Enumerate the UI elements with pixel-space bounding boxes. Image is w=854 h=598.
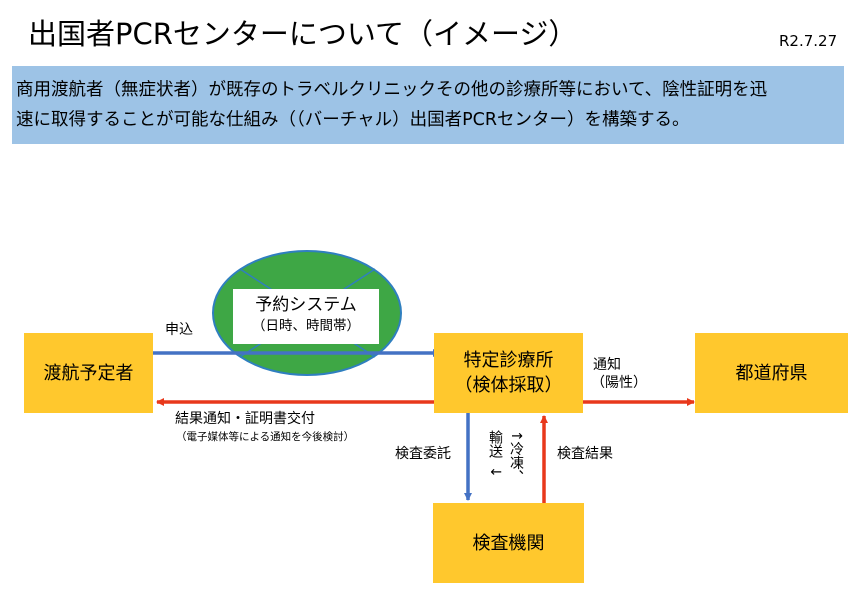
label-result-note: （電子媒体等による通知を今後検討） — [176, 431, 355, 443]
node-clinic: 特定診療所 （検体採取） — [434, 333, 583, 413]
label-notify: 通知 — [593, 357, 621, 373]
node-lab-label: 検査機関 — [472, 532, 545, 554]
node-clinic-sublabel: （検体採取） — [454, 375, 563, 396]
reservation-system-subtitle: （日時、時間帯） — [252, 318, 360, 334]
node-lab: 検査機関 — [433, 503, 584, 583]
summary-line-2: 速に取得することが可能な仕組み（（バーチャル）出国者PCRセンター）を構築する。 — [16, 110, 690, 130]
label-result-notice: 結果通知・証明書交付 — [175, 411, 315, 427]
reservation-system-label: 予約システム （日時、時間帯） — [233, 289, 379, 344]
label-transport: 輸送 — [487, 430, 503, 458]
label-frozen: ↑冷凍、 — [508, 430, 524, 484]
node-prefecture: 都道府県 — [695, 333, 848, 413]
summary-banner: 商用渡航者（無症状者）が既存のトラベルクリニックその他の診療所等において、陰性証… — [12, 66, 844, 144]
label-test-request: 検査委託 — [395, 446, 451, 462]
date-label: R2.7.27 — [779, 32, 838, 50]
node-prefecture-label: 都道府県 — [735, 362, 808, 384]
page-title: 出国者PCRセンターについて（イメージ） — [28, 17, 578, 51]
node-traveler-label: 渡航予定者 — [43, 362, 134, 384]
summary-line-1: 商用渡航者（無症状者）が既存のトラベルクリニックその他の診療所等において、陰性証… — [16, 80, 768, 100]
node-traveler: 渡航予定者 — [24, 333, 153, 413]
label-apply: 申込 — [165, 322, 193, 338]
node-clinic-label: 特定診療所 — [463, 350, 554, 371]
reservation-system-title: 予約システム — [255, 295, 357, 315]
label-transport-arrow: ↓ — [487, 466, 503, 478]
label-notify-positive: （陽性） — [591, 375, 647, 391]
label-test-result: 検査結果 — [557, 446, 613, 462]
